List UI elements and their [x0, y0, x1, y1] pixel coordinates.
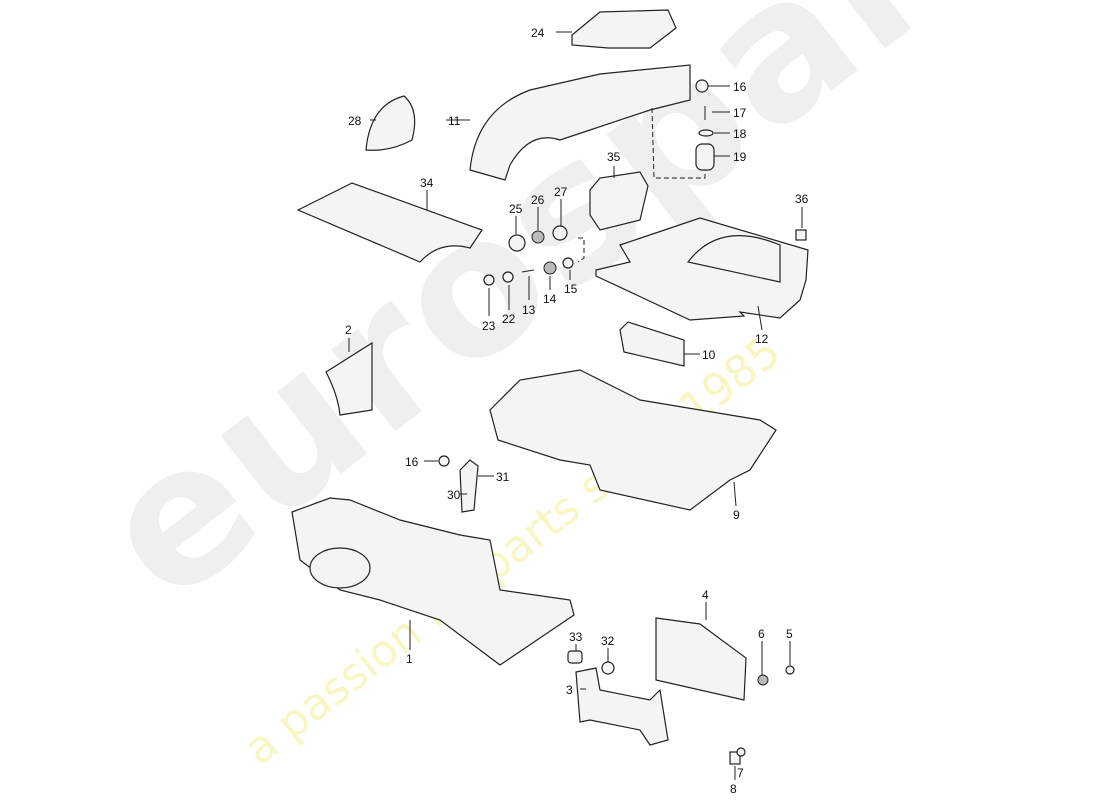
callout-14: 14 — [543, 292, 557, 306]
callout-11: 11 — [448, 114, 461, 128]
part-13 — [521, 269, 535, 273]
callout-13: 13 — [522, 303, 536, 317]
part-5 — [785, 665, 795, 675]
callout-27: 27 — [554, 185, 568, 199]
callout-26: 26 — [531, 193, 545, 207]
callout-28: 28 — [348, 114, 362, 128]
callout-30: 30 — [447, 488, 461, 502]
part-7 — [736, 747, 746, 757]
callout-17: 17 — [733, 106, 747, 120]
callout-7: 7 — [737, 766, 744, 780]
part-15 — [562, 257, 574, 269]
part-28 — [365, 95, 416, 151]
part-1 — [291, 497, 575, 666]
callout-2: 2 — [345, 323, 352, 337]
part-4 — [655, 617, 747, 701]
callout-34: 34 — [420, 176, 434, 190]
callout-35: 35 — [607, 150, 621, 164]
callout-16-lower: 16 — [405, 455, 419, 469]
part-19 — [695, 143, 715, 171]
callout-36: 36 — [795, 192, 809, 206]
callout-23: 23 — [482, 319, 496, 333]
part-26 — [531, 230, 545, 244]
part-22 — [502, 271, 514, 283]
part-9 — [489, 369, 777, 511]
part-33 — [567, 650, 583, 664]
part-23 — [483, 274, 495, 286]
callout-33: 33 — [569, 630, 583, 644]
part-30-31 — [459, 459, 479, 513]
callout-10: 10 — [702, 348, 716, 362]
part-34 — [296, 182, 483, 263]
callout-31: 31 — [496, 470, 510, 484]
callout-4: 4 — [702, 588, 709, 602]
part-18 — [698, 129, 714, 137]
part-10 — [619, 321, 685, 367]
callout-18: 18 — [733, 127, 747, 141]
callout-3: 3 — [566, 683, 573, 697]
callout-12: 12 — [755, 332, 769, 346]
callout-1: 1 — [406, 652, 413, 666]
part-8 — [729, 751, 741, 765]
callout-9: 9 — [733, 508, 740, 522]
part-3 — [575, 667, 669, 746]
callout-22: 22 — [502, 312, 516, 326]
callout-5: 5 — [786, 627, 793, 641]
part-11 — [469, 64, 691, 181]
callout-6: 6 — [758, 627, 765, 641]
part-36 — [795, 229, 807, 241]
callout-8: 8 — [730, 782, 737, 796]
callout-15: 15 — [564, 282, 578, 296]
part-32 — [601, 661, 615, 675]
part-6 — [757, 674, 769, 686]
callout-25: 25 — [509, 202, 523, 216]
part-35 — [589, 171, 649, 231]
callout-19: 19 — [733, 150, 747, 164]
part-27 — [552, 225, 568, 241]
part-16b — [438, 455, 450, 467]
part-2 — [325, 341, 373, 416]
callout-32: 32 — [601, 634, 615, 648]
part-14 — [543, 261, 557, 275]
part-25 — [508, 234, 526, 252]
part-16 — [695, 79, 709, 93]
callout-16: 16 — [733, 80, 747, 94]
part-24 — [571, 9, 677, 49]
callout-24: 24 — [531, 26, 545, 40]
